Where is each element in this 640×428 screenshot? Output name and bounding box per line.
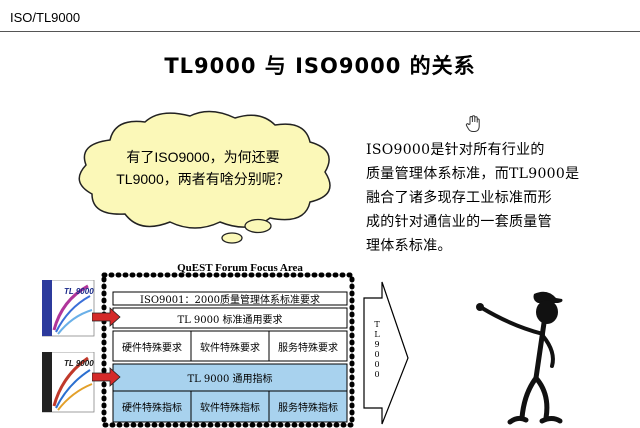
tl-char-5: 0 <box>374 360 380 369</box>
stick-figure-pointing <box>476 291 563 425</box>
iso-row-label: ISO9001：2000质量管理体系标准要求 <box>140 295 320 306</box>
software-req-cell: 软件特殊要求 <box>200 342 260 354</box>
tl-char-2: L <box>374 330 380 339</box>
red-arrow-bottom <box>92 367 121 387</box>
service-metrics-cell: 服务特殊指标 <box>278 403 338 414</box>
hand-cursor-icon <box>465 115 480 132</box>
red-arrow-top <box>92 307 121 327</box>
header-divider <box>0 31 640 32</box>
focus-area-diagram <box>92 272 409 428</box>
software-metrics-cell: 软件特殊指标 <box>200 403 260 414</box>
description-line-4: 成的针对通信业的一套质量管 <box>366 214 552 230</box>
tl-char-6: 0 <box>374 370 380 379</box>
focus-area-title: QuEST Forum Focus Area <box>177 262 303 274</box>
header-label: ISO/TL9000 <box>10 10 81 25</box>
tl-metrics-row-label: TL 9000 通用指标 <box>187 374 273 385</box>
tl-char-4: 0 <box>374 350 380 359</box>
cloud-line-2: TL9000，两者有啥分别呢？ <box>116 171 290 187</box>
cloud-line-1: 有了ISO9000，为何还要 <box>126 149 280 165</box>
book-label-2: TL 9000 <box>64 359 94 368</box>
description-line-1: ISO9000是针对所有行业的 <box>366 142 545 158</box>
description-line-5: 理体系标准。 <box>366 238 452 254</box>
tl9000-book-cover-dark: TL 9000 <box>42 352 95 413</box>
hardware-req-cell: 硬件特殊要求 <box>122 342 182 354</box>
thought-cloud <box>78 110 331 244</box>
tl-char-1: T <box>374 320 380 329</box>
page-title: TL9000 与 ISO9000 的关系 <box>164 54 476 78</box>
tl-char-3: 9 <box>374 340 380 349</box>
big-right-arrow <box>363 281 409 425</box>
description-text: ISO9000是针对所有行业的 质量管理体系标准，而TL9000是 融合了诸多现… <box>366 138 604 258</box>
iso-row-box <box>112 291 348 306</box>
description-line-2: 质量管理体系标准，而TL9000是 <box>366 166 580 182</box>
tl-req-row-label: TL 9000 标准通用要求 <box>177 314 283 326</box>
book-label: TL 9000 <box>64 287 94 296</box>
hardware-metrics-cell: 硬件特殊指标 <box>122 403 182 414</box>
tl9000-vertical-label: T L 9 0 0 0 <box>370 320 384 380</box>
description-line-3: 融合了诸多现存工业标准而形 <box>366 190 552 206</box>
cloud-question-text: 有了ISO9000，为何还要 TL9000，两者有啥分别呢？ <box>108 146 298 190</box>
service-req-cell: 服务特殊要求 <box>278 342 338 354</box>
tl9000-book-cover-blue: TL 9000 <box>42 280 95 337</box>
tl-metrics-row-box <box>112 363 348 392</box>
